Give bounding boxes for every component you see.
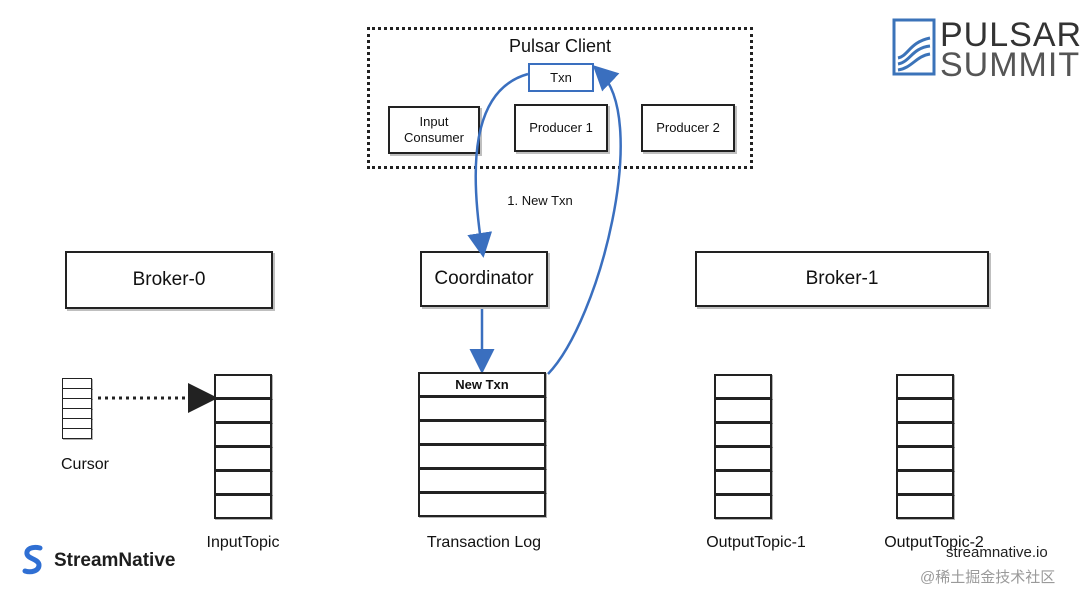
topic-entry [714,470,772,495]
txn-label: Txn [550,70,572,85]
topic-entry [896,398,954,423]
output-topic-1-stack [714,374,772,520]
topic-entry [214,470,272,495]
topic-entry [896,446,954,471]
topic-entry [214,494,272,519]
streamnative-url: streamnative.io [946,544,1048,561]
output-topic-2-label: OutputTopic-2 [884,534,984,551]
topic-entry [714,398,772,423]
producer-2-box: Producer 2 [641,104,735,152]
cursor-label: Cursor [60,456,109,473]
streamnative-s-icon [22,544,43,575]
transaction-log-entry [418,492,546,517]
logo-line-2: SUMMIT [940,46,1080,84]
streamnative-logo: StreamNative [22,544,202,578]
coordinator-label: Coordinator [434,268,534,289]
cursor-stack [62,378,92,439]
coordinator-box: Coordinator [420,251,548,307]
transaction-log-entry [418,420,546,445]
cursor-block [62,428,92,439]
topic-entry [896,470,954,495]
output-topic-1-label: OutputTopic-1 [706,534,806,551]
broker-0-label: Broker-0 [132,269,206,290]
new-txn-arrow-label: 1. New Txn [507,193,573,208]
topic-entry [896,422,954,447]
broker-1-box: Broker-1 [695,251,989,307]
topic-entry [214,374,272,399]
transaction-log-stack: New Txn [418,372,546,520]
new-txn-entry-label: New Txn [455,377,509,392]
pulsar-client-title: Pulsar Client [508,36,612,56]
topic-entry [896,494,954,519]
topic-entry [714,374,772,399]
pulsar-logo-icon [892,18,936,76]
watermark-text: @稀土掘金技术社区 [920,569,1056,586]
input-topic-label: InputTopic [206,534,280,551]
txn-box: Txn [528,63,594,92]
output-topic-2-stack [896,374,954,520]
topic-entry [714,422,772,447]
topic-entry [214,398,272,423]
producer-2-label: Producer 2 [656,120,720,135]
input-consumer-box: Input Consumer [388,106,480,154]
broker-0-box: Broker-0 [65,251,273,309]
topic-entry [714,494,772,519]
topic-entry [214,422,272,447]
transaction-log-label: Transaction Log [426,534,542,551]
broker-1-label: Broker-1 [805,268,879,289]
input-consumer-label: Input Consumer [404,114,464,145]
topic-entry [214,446,272,471]
producer-1-label: Producer 1 [529,120,593,135]
transaction-log-entry [418,396,546,421]
transaction-log-new-entry: New Txn [418,372,546,397]
producer-1-box: Producer 1 [514,104,608,152]
pulsar-summit-logo: PULSAR SUMMIT [892,18,1080,82]
transaction-log-entry [418,444,546,469]
logo-line-1: PULSAR [940,16,1080,54]
streamnative-wordmark: StreamNative [54,550,176,571]
input-topic-stack [214,374,272,520]
topic-entry [896,374,954,399]
transaction-log-entry [418,468,546,493]
topic-entry [714,446,772,471]
